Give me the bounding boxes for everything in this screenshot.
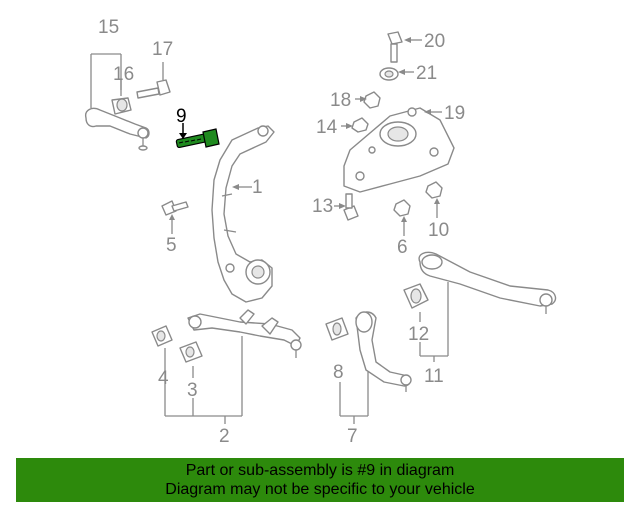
callout-3: 3 — [187, 380, 198, 401]
callout-20: 20 — [424, 31, 445, 52]
callout-17: 17 — [152, 39, 173, 60]
nut-part-10 — [425, 181, 443, 199]
bushing-part-8 — [325, 317, 349, 341]
callout-8: 8 — [333, 362, 344, 383]
bushing-part-4 — [151, 325, 173, 347]
callout-10: 10 — [428, 220, 449, 241]
callout-2: 2 — [219, 426, 230, 447]
callout-5: 5 — [166, 235, 177, 256]
callout-18: 18 — [330, 90, 351, 111]
part-info-banner: Part or sub-assembly is #9 in diagram Di… — [16, 458, 624, 502]
banner-line-disclaimer: Diagram may not be specific to your vehi… — [165, 481, 475, 498]
steering-knuckle-part-1 — [211, 125, 275, 303]
banner-line-part-number: Part or sub-assembly is #9 in diagram — [185, 462, 455, 479]
suspension-parts-diagram: 15 16 17 9 1 5 4 3 2 20 21 18 19 14 13 6… — [85, 17, 557, 447]
nut-part-6 — [393, 199, 411, 217]
bolt-part-9-highlighted — [175, 128, 220, 149]
callout-11: 11 — [424, 366, 444, 387]
callout-7: 7 — [347, 426, 358, 447]
bolt-part-5 — [161, 200, 189, 216]
curved-control-arm-part-7 — [355, 311, 412, 392]
lower-control-arm-part-2 — [187, 309, 302, 358]
bushing-part-12 — [403, 283, 429, 309]
callout-12: 12 — [408, 324, 429, 345]
tension-strut-part-11 — [418, 251, 557, 314]
callout-13: 13 — [312, 196, 333, 217]
callout-9: 9 — [176, 106, 187, 127]
bushing-part-3 — [179, 341, 203, 363]
bushing-part-16 — [111, 97, 132, 115]
callout-19: 19 — [444, 103, 465, 124]
callout-15: 15 — [98, 17, 119, 38]
callout-14: 14 — [316, 117, 338, 138]
washer-part-21 — [379, 67, 399, 81]
bolt-part-17 — [136, 79, 171, 99]
callout-6: 6 — [397, 237, 408, 258]
bolt-part-13 — [343, 193, 359, 221]
strut-mount-bracket-part-19 — [343, 107, 455, 193]
callout-1: 1 — [252, 177, 263, 198]
callout-16: 16 — [113, 64, 134, 85]
nut-part-18 — [363, 91, 381, 109]
callout-4: 4 — [158, 368, 169, 389]
bolt-part-20 — [387, 31, 403, 63]
upper-link-arm-part-15 — [85, 107, 150, 151]
callout-21: 21 — [416, 63, 437, 84]
nut-part-14 — [351, 117, 369, 133]
